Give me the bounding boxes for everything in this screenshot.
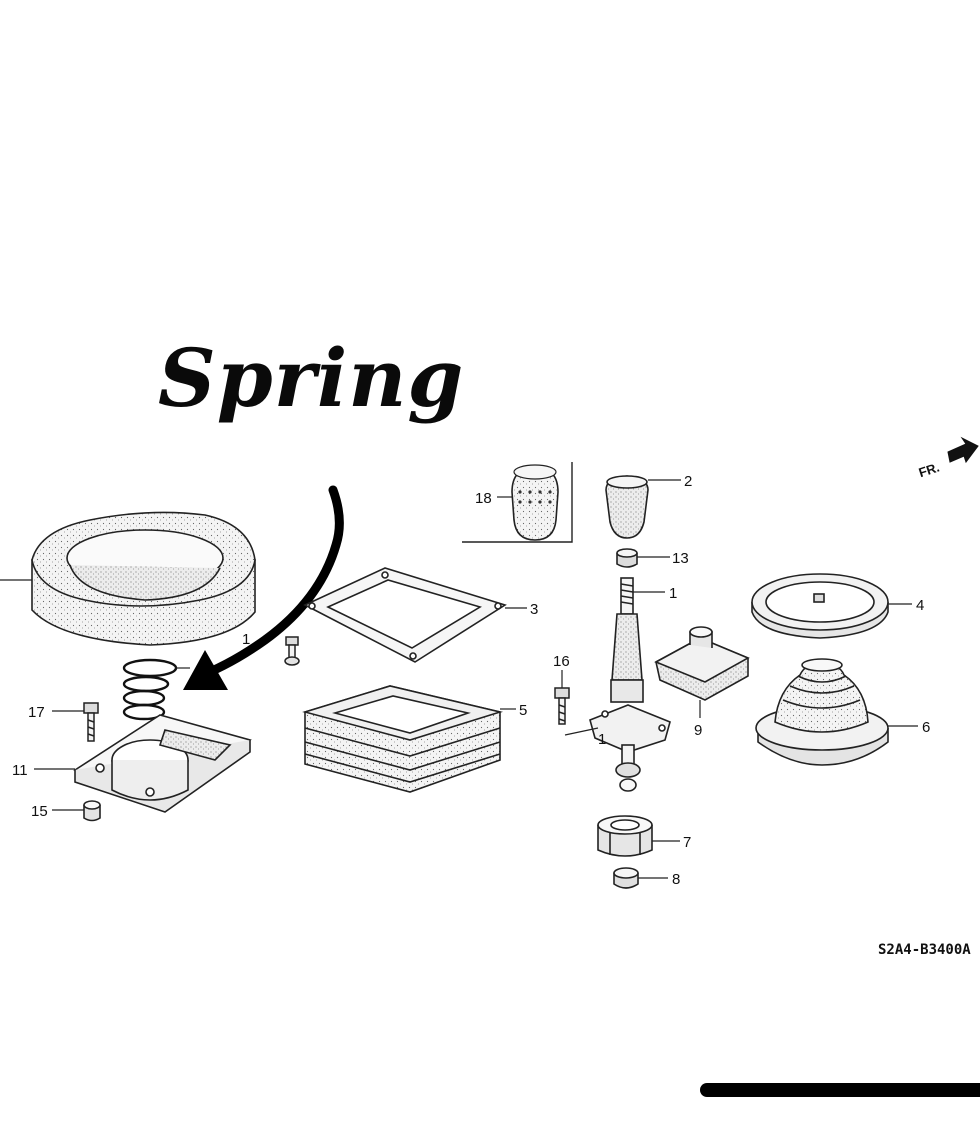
callout-1-b: 1: [242, 631, 250, 648]
retainer-ring-4: [751, 573, 889, 639]
callout-16: 16: [553, 653, 570, 670]
callout-5: 5: [519, 702, 527, 719]
bolt-16: [554, 687, 570, 725]
callout-9: 9: [694, 722, 702, 739]
callout-7: 7: [683, 834, 691, 851]
spring-coil: [122, 658, 178, 721]
callout-8: 8: [672, 871, 680, 888]
front-direction-marker: [947, 436, 979, 464]
bracket-9: [654, 626, 750, 718]
callout-6: 6: [922, 719, 930, 736]
gasket-plate-3: [303, 567, 507, 663]
callout-15: 15: [31, 803, 48, 820]
shift-knob-18: [462, 462, 573, 543]
shift-boot-5: [302, 685, 504, 793]
callout-4: 4: [916, 597, 924, 614]
callout-1: 1: [669, 585, 677, 602]
shift-base-plate: [73, 714, 252, 813]
nut-13: [616, 548, 638, 568]
callout-11: 11: [12, 762, 28, 779]
callout-1-c: 1: [598, 731, 606, 748]
bushing-8: [613, 867, 639, 889]
leader-lines: [34, 479, 918, 879]
bolt-gasket: [284, 636, 300, 666]
callout-2: 2: [684, 473, 692, 490]
front-marker-label: FR.: [917, 460, 942, 481]
bolt-17: [83, 702, 99, 742]
callout-3: 3: [530, 601, 538, 618]
callout-13: 13: [672, 550, 689, 567]
shift-lever-1: [564, 577, 671, 792]
callout-17: 17: [28, 704, 45, 721]
collar-15: [83, 800, 101, 822]
dust-boot-6: [755, 658, 889, 766]
callout-18: 18: [475, 490, 492, 507]
diagram-code: S2A4-B3400A: [878, 942, 971, 958]
home-indicator-bar[interactable]: [700, 1083, 980, 1097]
shift-knob-2: [605, 475, 649, 539]
bushing-7: [597, 815, 653, 857]
annotation-arrow: [183, 485, 344, 690]
insulator-foam: [0, 511, 256, 646]
callout-labels: 2 18 13 1 3 4 1 16 5 17 9 6 1 11 15 7 8 …: [12, 460, 941, 888]
spring-annotation-label: Spring: [158, 331, 465, 425]
